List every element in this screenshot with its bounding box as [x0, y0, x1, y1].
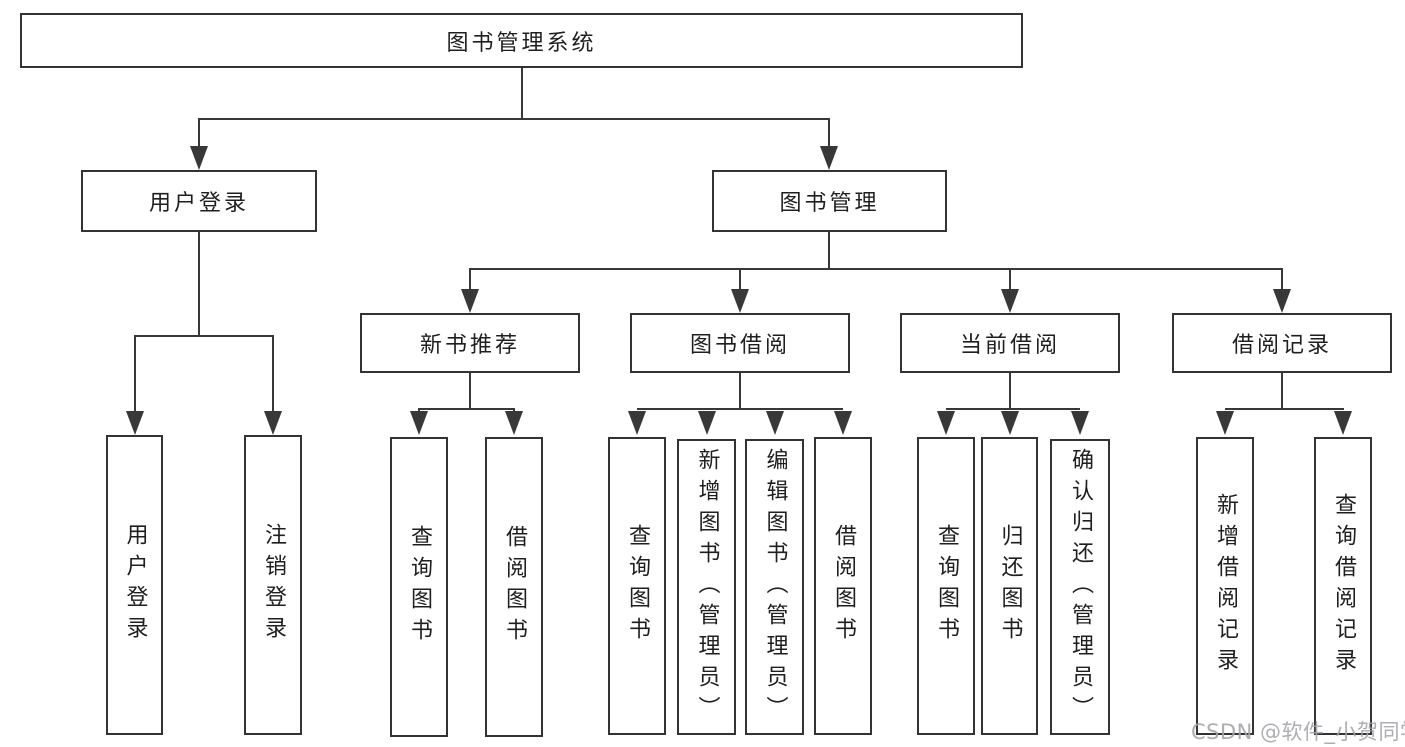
connector-book-management-bar [470, 268, 1283, 270]
arrow-down-icon [731, 289, 749, 313]
leaf-edit-books-admin-label: 编辑图书（管理员） [762, 447, 788, 727]
connector-user-login-bar [134, 335, 274, 337]
arrow-down-icon [461, 289, 479, 313]
node-new-book-recommend-label: 新书推荐 [419, 333, 520, 358]
node-current-borrowing-label: 当前借阅 [959, 333, 1060, 358]
node-borrowing-records-label: 借阅记录 [1231, 333, 1332, 358]
leaf-return-books: 归还图书 [981, 437, 1038, 735]
node-borrowing-records: 借阅记录 [1172, 313, 1392, 373]
leaf-add-borrow-record-label: 新增借阅记录 [1213, 493, 1238, 679]
leaf-borrow-books-recommend-label: 借阅图书 [502, 525, 527, 649]
connector-borrowing-records-stem [1281, 373, 1283, 409]
node-book-management: 图书管理 [712, 170, 947, 232]
leaf-query-books-recommend: 查询图书 [390, 437, 448, 737]
arrow-down-icon [834, 411, 852, 435]
leaf-confirm-return-admin: 确认归还（管理员） [1050, 439, 1110, 735]
arrow-down-icon [505, 411, 523, 435]
connector-book-management-stem [828, 232, 830, 269]
node-user-login: 用户登录 [81, 170, 317, 232]
leaf-add-books-admin: 新增图书（管理员） [677, 439, 736, 735]
leaf-query-books-recommend-label: 查询图书 [407, 525, 432, 649]
connector-book-management-drop [828, 118, 830, 150]
node-root: 图书管理系统 [20, 13, 1023, 68]
arrow-down-icon [766, 411, 784, 435]
connector-leaf-drop [134, 335, 136, 415]
leaf-query-borrow-record-label: 查询借阅记录 [1331, 493, 1356, 679]
leaf-add-borrow-record: 新增借阅记录 [1196, 437, 1254, 735]
leaf-borrow-books-borrowing-label: 借阅图书 [831, 524, 856, 648]
arrow-down-icon [410, 411, 428, 435]
connector-user-login-drop [198, 118, 200, 150]
leaf-add-books-admin-label: 新增图书（管理员） [694, 447, 720, 727]
connector-level3-drop [469, 268, 471, 293]
node-user-login-label: 用户登录 [148, 191, 249, 216]
connector-current-borrowing-bar [946, 408, 1080, 410]
leaf-return-books-label: 归还图书 [997, 524, 1023, 648]
leaf-logout: 注销登录 [244, 435, 302, 735]
leaf-borrow-books-recommend: 借阅图书 [485, 437, 543, 737]
connector-root-bar [198, 118, 830, 120]
leaf-edit-books-admin: 编辑图书（管理员） [745, 439, 804, 735]
leaf-user-login: 用户登录 [106, 435, 163, 735]
arrow-down-icon [1071, 411, 1089, 435]
connector-level3-drop [1281, 268, 1283, 293]
node-book-borrowing: 图书借阅 [630, 313, 850, 373]
arrow-down-icon [1273, 289, 1291, 313]
arrow-down-icon [937, 411, 955, 435]
connector-level3-drop [1009, 268, 1011, 293]
node-root-label: 图书管理系统 [446, 30, 597, 56]
node-book-management-label: 图书管理 [779, 191, 880, 216]
node-new-book-recommend: 新书推荐 [360, 313, 580, 373]
arrow-down-icon [1216, 411, 1234, 435]
leaf-query-books-borrowing-label: 查询图书 [625, 524, 650, 648]
arrow-down-icon [1001, 411, 1019, 435]
leaf-query-books-current-label: 查询图书 [934, 524, 959, 648]
node-book-borrowing-label: 图书借阅 [689, 333, 790, 358]
arrow-down-icon [820, 146, 838, 170]
connector-current-borrowing-stem [1009, 373, 1011, 409]
leaf-user-login-label: 用户登录 [122, 523, 148, 647]
connector-borrowing-records-bar [1225, 408, 1344, 410]
arrow-down-icon [264, 411, 282, 435]
arrow-down-icon [1334, 411, 1352, 435]
arrow-down-icon [126, 411, 144, 435]
connector-level3-drop [739, 268, 741, 293]
connector-book-borrowing-stem [739, 373, 741, 409]
connector-root-stem [521, 68, 523, 118]
arrow-down-icon [628, 411, 646, 435]
leaf-query-books-borrowing: 查询图书 [608, 437, 666, 735]
arrow-down-icon [698, 411, 716, 435]
leaf-confirm-return-admin-label: 确认归还（管理员） [1068, 447, 1093, 727]
leaf-borrow-books-borrowing: 借阅图书 [814, 437, 872, 735]
leaf-query-books-current: 查询图书 [917, 437, 975, 735]
csdn-watermark: CSDN @软件_小贺同学 [1191, 720, 1405, 744]
connector-new-book-stem [469, 373, 471, 409]
leaf-query-borrow-record: 查询借阅记录 [1314, 437, 1372, 735]
connector-new-book-bar [418, 408, 515, 410]
node-current-borrowing: 当前借阅 [900, 313, 1120, 373]
connector-leaf-drop [272, 335, 274, 415]
connector-user-login-stem [198, 232, 200, 336]
leaf-logout-label: 注销登录 [261, 523, 286, 647]
arrow-down-icon [190, 146, 208, 170]
arrow-down-icon [1001, 289, 1019, 313]
connector-book-borrowing-bar [637, 408, 843, 410]
